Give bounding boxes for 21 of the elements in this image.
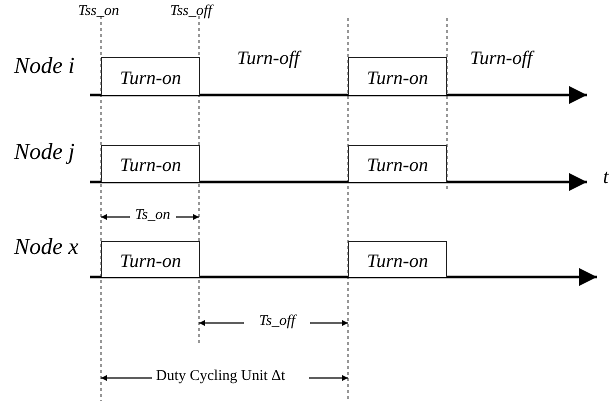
row-label: Node j (14, 140, 75, 163)
row-label: Node x (14, 235, 79, 258)
axis-label: t (603, 167, 609, 187)
time-label: Tss_off (170, 4, 212, 19)
state-label: Turn-on (366, 66, 428, 90)
pulse-box (348, 57, 447, 95)
dimension-label: Duty Cycling Unit Δt (153, 369, 288, 384)
pulse-box (101, 241, 200, 277)
state-label: Turn-off (470, 49, 532, 68)
pulse-box (348, 241, 447, 277)
state-label: Turn-off (237, 49, 300, 68)
pulse-box (348, 145, 447, 182)
pulse-box (101, 57, 200, 95)
state-label: Turn-on (120, 250, 182, 272)
state-label: Turn-on (366, 154, 428, 177)
state-label: Turn-on (120, 66, 182, 90)
state-label: Turn-on (366, 250, 428, 272)
row-label: Node i (14, 54, 75, 77)
state-label: Turn-on (120, 154, 182, 177)
time-label: Tss_on (78, 4, 120, 19)
pulse-box (101, 145, 200, 182)
